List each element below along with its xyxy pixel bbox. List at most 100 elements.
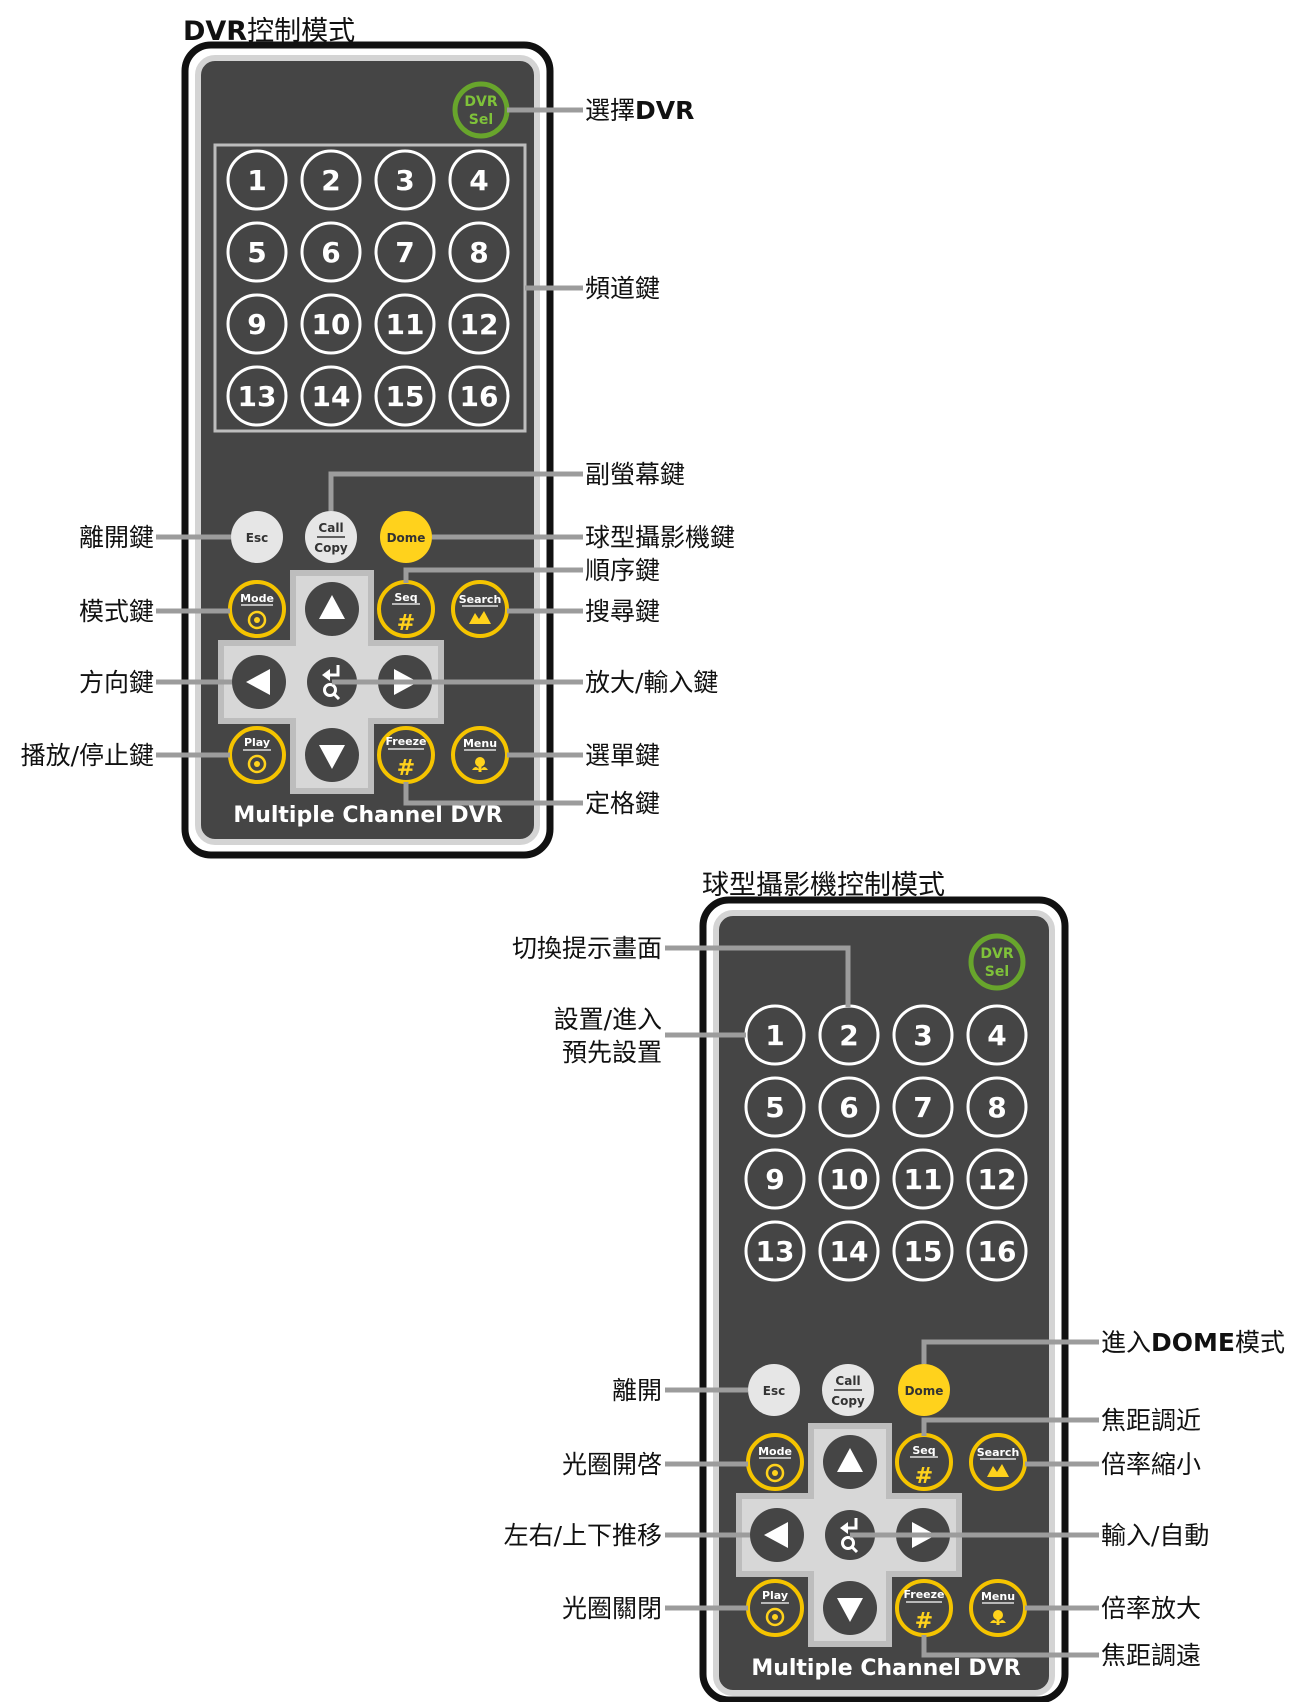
diagram2-title: 球型攝影機控制模式 (702, 870, 945, 901)
svg-text:預先設置: 預先設置 (562, 1038, 662, 1067)
esc-button[interactable]: Esc (231, 511, 283, 563)
svg-text:光圈關閉: 光圈關閉 (562, 1594, 662, 1623)
channel-key-label: 12 (978, 1163, 1017, 1196)
channel-key-label: 7 (913, 1091, 932, 1124)
channel-key-10[interactable]: 10 (302, 295, 360, 353)
channel-key-9[interactable]: 9 (228, 295, 286, 353)
labels-right: 選擇DVR 頻道鍵 副螢幕鍵 球型攝影機鍵 順序鍵 搜尋鍵 放大/輸入鍵 選單鍵… (585, 96, 735, 818)
svg-text:離開鍵: 離開鍵 (79, 523, 154, 552)
svg-text:副螢幕鍵: 副螢幕鍵 (585, 460, 685, 489)
freeze-button[interactable]: Freeze # (379, 728, 433, 782)
freeze-button[interactable]: Freeze # (897, 1581, 951, 1635)
down-button[interactable] (823, 1581, 877, 1635)
channel-key-label: 10 (312, 308, 351, 341)
channel-key-label: 4 (987, 1019, 1006, 1052)
svg-text:定格鍵: 定格鍵 (585, 789, 660, 818)
dome-button[interactable]: Dome (380, 511, 432, 563)
svg-text:Call: Call (318, 521, 343, 535)
channel-key-label: 8 (987, 1091, 1006, 1124)
svg-text:進入DOME模式: 進入DOME模式 (1101, 1328, 1285, 1357)
channel-key-5[interactable]: 5 (746, 1078, 804, 1136)
channel-key-8[interactable]: 8 (968, 1078, 1026, 1136)
channel-key-6[interactable]: 6 (302, 223, 360, 281)
play-button[interactable]: Play (230, 728, 284, 782)
channel-key-8[interactable]: 8 (450, 223, 508, 281)
channel-key-3[interactable]: 3 (894, 1006, 952, 1064)
channel-key-12[interactable]: 12 (968, 1150, 1026, 1208)
svg-text:Mode: Mode (240, 592, 274, 605)
channel-key-1[interactable]: 1 (228, 151, 286, 209)
channel-key-2[interactable]: 2 (820, 1006, 878, 1064)
channel-key-14[interactable]: 14 (302, 367, 360, 425)
menu-button[interactable]: Menu (453, 728, 507, 782)
channel-key-11[interactable]: 11 (894, 1150, 952, 1208)
channel-key-9[interactable]: 9 (746, 1150, 804, 1208)
channel-key-13[interactable]: 13 (746, 1222, 804, 1280)
call-copy-button[interactable]: Call Copy (305, 511, 357, 563)
channel-key-label: 10 (830, 1163, 869, 1196)
svg-text:Freeze: Freeze (903, 1588, 944, 1601)
channel-key-13[interactable]: 13 (228, 367, 286, 425)
left-button[interactable] (232, 655, 286, 709)
call-copy-button[interactable]: Call Copy (822, 1364, 874, 1416)
channel-key-7[interactable]: 7 (376, 223, 434, 281)
play-button[interactable]: Play (748, 1581, 802, 1635)
mode-button[interactable]: Mode (230, 582, 284, 636)
channel-key-12[interactable]: 12 (450, 295, 508, 353)
channel-key-label: 12 (460, 308, 499, 341)
channel-key-label: 1 (247, 164, 266, 197)
channel-key-15[interactable]: 15 (376, 367, 434, 425)
svg-text:Menu: Menu (981, 1590, 1015, 1603)
channel-key-label: 9 (247, 308, 266, 341)
channel-key-label: 13 (756, 1235, 795, 1268)
svg-text:Freeze: Freeze (385, 735, 426, 748)
left-button[interactable] (750, 1508, 804, 1562)
brand-label: Multiple Channel DVR (751, 1656, 1020, 1681)
channel-key-label: 3 (913, 1019, 932, 1052)
channel-key-4[interactable]: 4 (968, 1006, 1026, 1064)
seq-button[interactable]: Seq # (897, 1435, 951, 1489)
channel-key-11[interactable]: 11 (376, 295, 434, 353)
svg-text:Seq: Seq (912, 1444, 935, 1457)
svg-text:焦距調遠: 焦距調遠 (1101, 1641, 1201, 1670)
channel-key-label: 16 (978, 1235, 1017, 1268)
svg-text:DVR: DVR (464, 94, 497, 110)
dome-button[interactable]: Dome (898, 1364, 950, 1416)
channel-key-4[interactable]: 4 (450, 151, 508, 209)
channel-key-label: 16 (460, 380, 499, 413)
dvr-sel-button[interactable]: DVR Sel (455, 84, 507, 136)
channel-key-15[interactable]: 15 (894, 1222, 952, 1280)
labels-right: 進入DOME模式 焦距調近 倍率縮小 輸入/自動 倍率放大 焦距調遠 (1101, 1328, 1285, 1670)
svg-text:Play: Play (762, 1589, 788, 1602)
svg-text:光圈開啓: 光圈開啓 (562, 1450, 662, 1479)
svg-text:順序鍵: 順序鍵 (585, 556, 660, 585)
esc-button[interactable]: Esc (748, 1364, 800, 1416)
channel-key-3[interactable]: 3 (376, 151, 434, 209)
channel-key-label: 3 (395, 164, 414, 197)
svg-text:切換提示畫面: 切換提示畫面 (512, 934, 662, 963)
svg-text:頻道鍵: 頻道鍵 (585, 274, 660, 303)
channel-key-5[interactable]: 5 (228, 223, 286, 281)
channel-key-6[interactable]: 6 (820, 1078, 878, 1136)
mode-button[interactable]: Mode (748, 1435, 802, 1489)
channel-key-2[interactable]: 2 (302, 151, 360, 209)
channel-key-10[interactable]: 10 (820, 1150, 878, 1208)
up-button[interactable] (823, 1435, 877, 1489)
channel-key-1[interactable]: 1 (746, 1006, 804, 1064)
svg-text:Call: Call (835, 1374, 860, 1388)
svg-text:播放/停止鍵: 播放/停止鍵 (21, 741, 154, 770)
svg-text:焦距調近: 焦距調近 (1101, 1406, 1201, 1435)
down-button[interactable] (305, 728, 359, 782)
labels-left: 離開鍵 模式鍵 方向鍵 播放/停止鍵 (21, 523, 154, 770)
seq-button[interactable]: Seq # (379, 582, 433, 636)
search-button[interactable]: Search (453, 582, 507, 636)
svg-text:Menu: Menu (463, 737, 497, 750)
channel-key-16[interactable]: 16 (968, 1222, 1026, 1280)
up-button[interactable] (305, 582, 359, 636)
menu-button[interactable]: Menu (971, 1581, 1025, 1635)
channel-key-16[interactable]: 16 (450, 367, 508, 425)
channel-key-7[interactable]: 7 (894, 1078, 952, 1136)
dvr-sel-button[interactable]: DVR Sel (971, 936, 1023, 988)
search-button[interactable]: Search (971, 1435, 1025, 1489)
channel-key-14[interactable]: 14 (820, 1222, 878, 1280)
